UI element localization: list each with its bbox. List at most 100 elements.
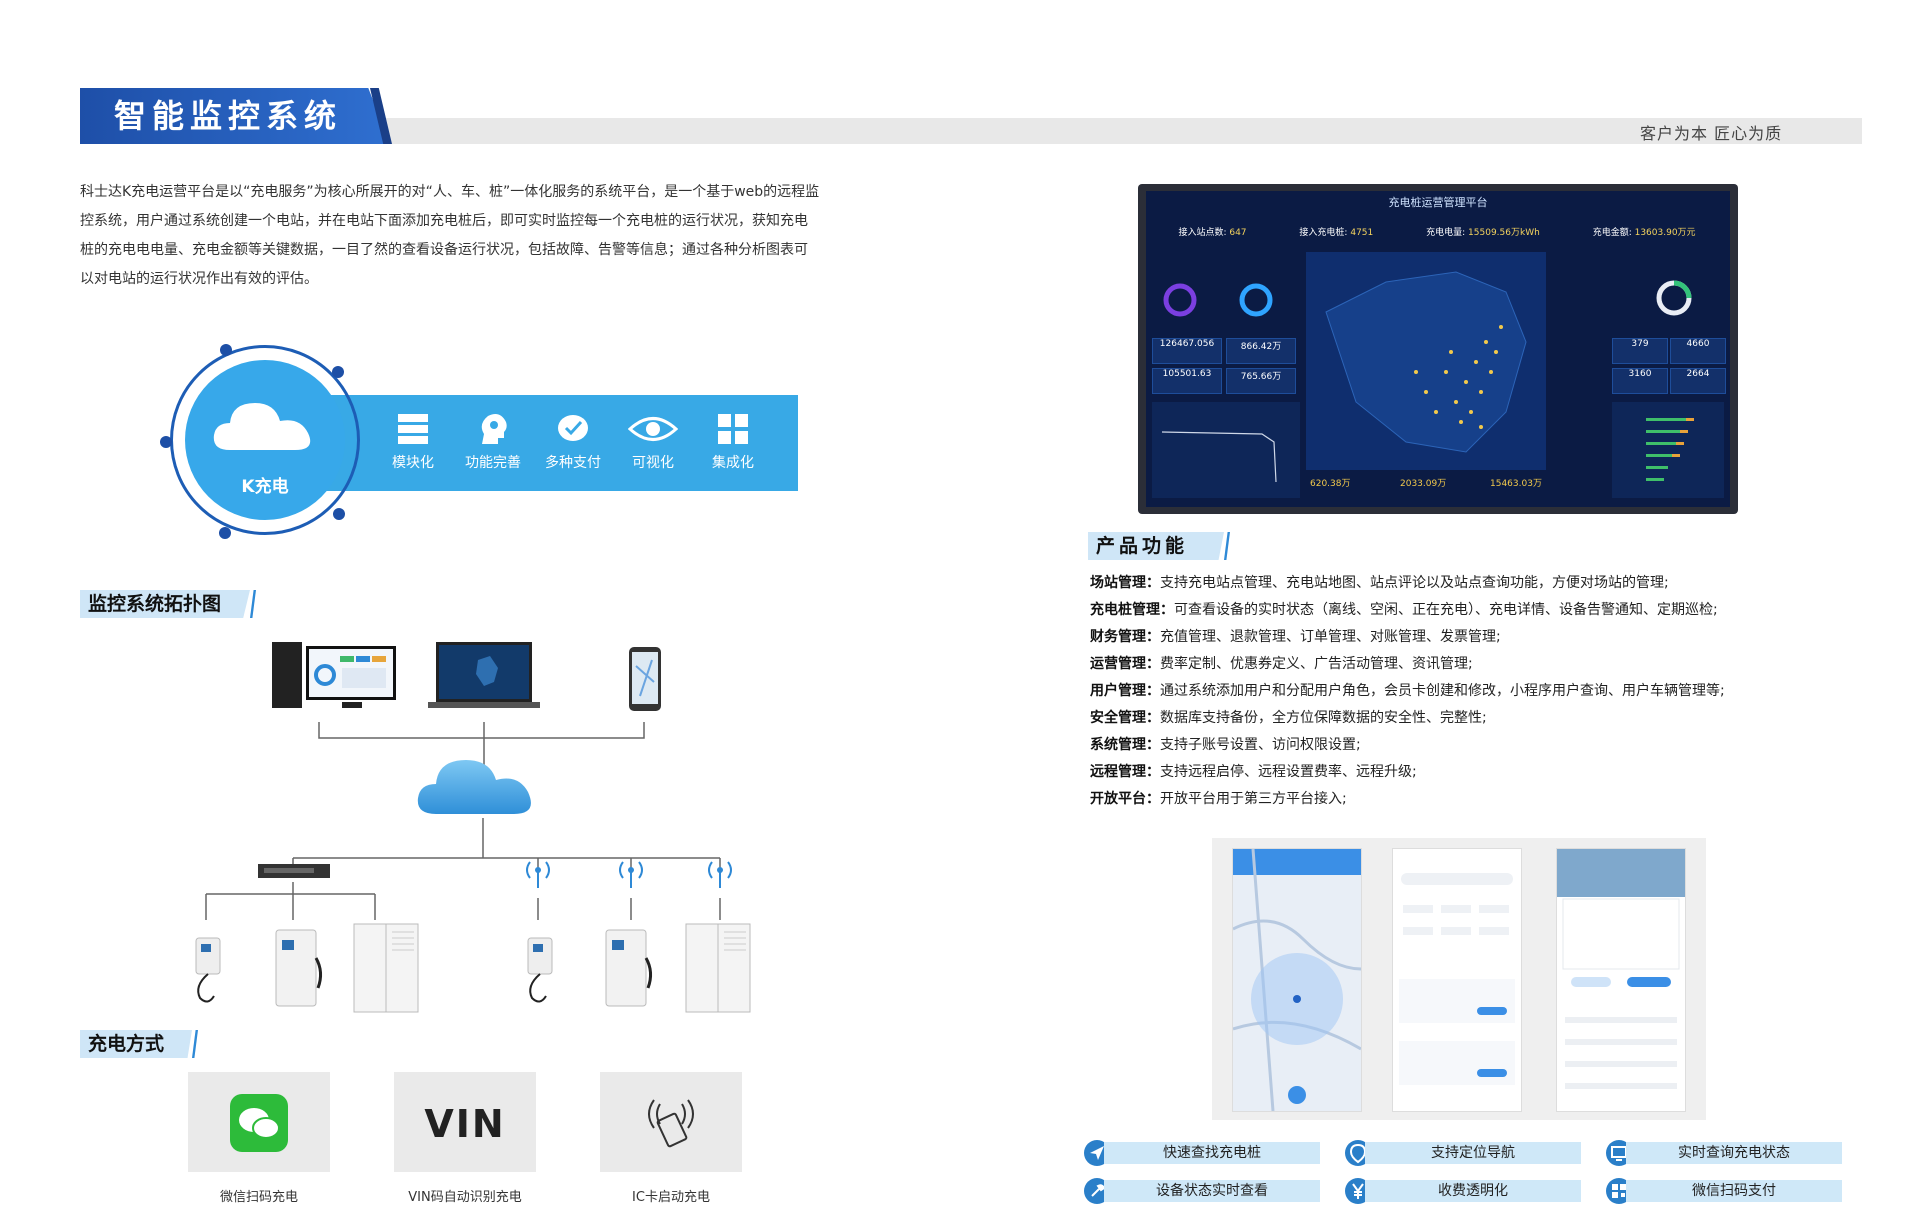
item-desc: 支持充电站点管理、充电站地图、站点评论以及站点查询功能，方便对场站的管理; xyxy=(1160,575,1669,591)
ranking-bars xyxy=(1646,418,1694,481)
app-screen-map xyxy=(1232,848,1362,1112)
metric-box: 866.42万 xyxy=(1226,338,1296,364)
ring-dot xyxy=(220,344,232,356)
product-item: 充电桩管理：可查看设备的实时状态（离线、空闲、正在充电）、充电详情、设备告警通知… xyxy=(1090,600,1718,620)
item-desc: 开放平台用于第三方平台接入; xyxy=(1160,791,1347,807)
product-item: 安全管理：数据库支持备份，全方位保障数据的安全性、完整性; xyxy=(1090,708,1487,728)
head-gear-icon xyxy=(481,414,507,444)
item-name: 充电桩管理： xyxy=(1090,602,1174,618)
item-name: 财务管理： xyxy=(1090,629,1160,645)
donut-panel-right xyxy=(1612,258,1724,328)
antenna-icon xyxy=(708,861,732,888)
ic-card-box xyxy=(600,1072,742,1172)
donut-panel-left xyxy=(1152,258,1300,328)
stat-value: 4751 xyxy=(1350,228,1374,238)
ring-dot xyxy=(333,508,345,520)
stat-value: 13603.90万元 xyxy=(1634,228,1696,238)
app-tag: 实时查询充电状态 xyxy=(1626,1142,1842,1164)
ring-dot xyxy=(332,366,344,378)
method-caption: IC卡启动充电 xyxy=(632,1190,710,1205)
metric-box: 126467.056 xyxy=(1152,338,1222,364)
method-caption: 微信扫码充电 xyxy=(219,1190,298,1205)
product-item: 运营管理：费率定制、优惠券定义、广告活动管理、资讯管理; xyxy=(1090,654,1473,674)
rfid-card-icon xyxy=(648,1099,694,1148)
item-desc: 通过系统添加用户和分配用户角色，会员卡创建和修改，小程序用户查询、用户车辆管理等… xyxy=(1160,683,1725,699)
feature-label: 集成化 xyxy=(712,455,754,471)
map-dots xyxy=(1325,271,1527,453)
stat-value: 647 xyxy=(1229,228,1247,238)
method-caption: VIN码自动识别充电 xyxy=(408,1190,522,1205)
item-desc: 数据库支持备份，全方位保障数据的安全性、完整性; xyxy=(1160,710,1487,726)
page-title: 智能监控系统 xyxy=(80,88,390,144)
stat-value: 15509.56万kWh xyxy=(1468,228,1540,238)
app-tag: 快速查找充电桩 xyxy=(1104,1142,1320,1164)
metric-box: 3160 xyxy=(1612,368,1668,394)
ring-dot xyxy=(160,436,172,448)
app-screen-search xyxy=(1392,848,1522,1112)
intro-paragraph: 科士达K充电运营平台是以“充电服务”为核心所展开的对“人、车、桩”一体化服务的系… xyxy=(80,184,820,287)
stat-label: 接入充电桩: xyxy=(1299,228,1348,238)
metric-box: 105501.63 xyxy=(1152,368,1222,394)
stat-label: 充电电量: xyxy=(1426,228,1466,238)
dashboard-stats: 接入站点数: 647 接入充电桩: 4751 充电电量: 15509.56万kW… xyxy=(1152,225,1722,241)
bottom-metric: 15463.03万 xyxy=(1490,479,1542,489)
line-chart-panel xyxy=(1152,402,1300,498)
bottom-metric: 2033.09万 xyxy=(1400,479,1447,489)
item-name: 安全管理： xyxy=(1090,710,1160,726)
ranking-panel xyxy=(1612,402,1724,498)
feature-label: 多种支付 xyxy=(545,455,601,471)
wechat-pay-box xyxy=(188,1072,330,1172)
dc-charger-icon xyxy=(275,929,323,1007)
laptop-icon xyxy=(428,642,540,708)
item-name: 用户管理： xyxy=(1090,683,1160,699)
app-tag: 微信扫码支付 xyxy=(1626,1180,1842,1202)
item-desc: 支持子账号设置、访问权限设置; xyxy=(1160,737,1361,753)
topology-title: 监控系统拓扑图 xyxy=(80,590,250,618)
bottom-metric: 620.38万 xyxy=(1310,479,1351,489)
stat-item: 充电金额: 13603.90万元 xyxy=(1593,225,1696,241)
section-accent xyxy=(192,1030,198,1058)
vin-text: VIN xyxy=(424,1102,506,1146)
product-item: 用户管理：通过系统添加用户和分配用户角色，会员卡创建和修改，小程序用户查询、用户… xyxy=(1090,681,1725,701)
metric-box: 2664 xyxy=(1670,368,1726,394)
feature-payment: 多种支付 xyxy=(538,412,608,472)
stat-label: 接入站点数: xyxy=(1178,228,1227,238)
chat-check-icon xyxy=(558,415,588,441)
product-title: 产品功能 xyxy=(1088,532,1224,560)
antenna-icon xyxy=(619,861,643,888)
feature-complete: 功能完善 xyxy=(458,412,528,472)
map-screen-graphic xyxy=(1232,848,1362,1112)
product-item: 远程管理：支持远程启停、远程设置费率、远程升级; xyxy=(1090,762,1417,782)
topology-lines-bottom xyxy=(205,818,721,920)
dc-charger-icon xyxy=(605,929,653,1007)
app-tag: 支持定位导航 xyxy=(1365,1142,1581,1164)
section-accent xyxy=(250,590,256,618)
cabinet-charger-icon xyxy=(353,923,419,1013)
product-item: 系统管理：支持子账号设置、访问权限设置; xyxy=(1090,735,1361,755)
smartphone-icon xyxy=(629,647,661,711)
feature-label: 功能完善 xyxy=(465,455,521,471)
cabinet-charger-icon xyxy=(685,923,751,1013)
product-item: 场站管理：支持充电站点管理、充电站地图、站点评论以及站点查询功能，方便对场站的管… xyxy=(1090,573,1669,593)
feature-visual: 可视化 xyxy=(618,412,688,472)
item-desc: 支持远程启停、远程设置费率、远程升级; xyxy=(1160,764,1417,780)
donut-charts xyxy=(1163,283,1273,317)
stat-item: 接入站点数: 647 xyxy=(1178,225,1246,241)
metric-box: 379 xyxy=(1612,338,1668,364)
app-tag: 设备状态实时查看 xyxy=(1104,1180,1320,1202)
ring-dot xyxy=(219,527,231,539)
metric-box: 4660 xyxy=(1670,338,1726,364)
station-screen-graphic xyxy=(1557,849,1685,1089)
feature-modular: 模块化 xyxy=(378,412,448,472)
app-tag: 收费透明化 xyxy=(1365,1180,1581,1202)
section-accent xyxy=(1224,532,1230,560)
metric-box: 765.66万 xyxy=(1226,368,1296,394)
topology-lines-top xyxy=(318,722,645,772)
feature-integrated: 集成化 xyxy=(698,412,768,472)
search-screen-graphic xyxy=(1399,873,1515,1085)
china-map xyxy=(1306,252,1546,470)
layers-icon xyxy=(398,414,428,444)
hub-label: K充电 xyxy=(241,477,289,497)
charging-title: 充电方式 xyxy=(80,1030,192,1058)
wechat-icon xyxy=(230,1094,288,1152)
